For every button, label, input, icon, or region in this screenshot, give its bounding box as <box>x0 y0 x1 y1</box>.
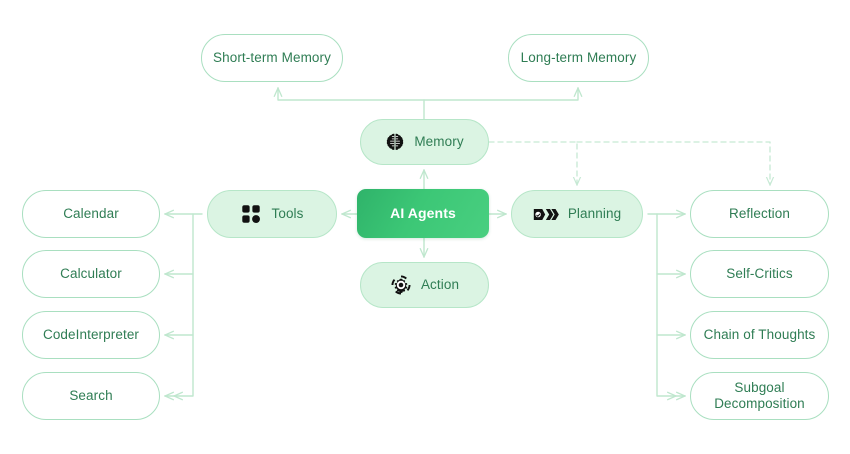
node-label: Reflection <box>728 206 791 222</box>
node-memory[interactable]: Memory <box>360 119 489 165</box>
node-reflection[interactable]: Reflection <box>690 190 829 238</box>
node-label: Self-Critics <box>726 266 793 282</box>
node-action[interactable]: Action <box>360 262 489 308</box>
node-label: Calendar <box>63 206 119 222</box>
edge-memory-bus-right <box>423 88 578 101</box>
node-chain-of-thoughts[interactable]: Chain of Thoughts <box>690 311 829 359</box>
edge-tools-trunk <box>174 213 203 396</box>
node-subgoal-decomposition[interactable]: Subgoal Decomposition <box>690 372 829 420</box>
node-calendar[interactable]: Calendar <box>22 190 160 238</box>
node-planning[interactable]: Planning <box>511 190 643 238</box>
node-codeinterpreter[interactable]: CodeInterpreter <box>22 311 160 359</box>
node-label: Short-term Memory <box>213 50 331 66</box>
edge-memory-bus <box>278 88 425 120</box>
node-label: Tools <box>271 206 304 222</box>
node-search[interactable]: Search <box>22 372 160 420</box>
flag-chevrons-icon <box>533 206 559 223</box>
node-label: Memory <box>414 134 464 150</box>
node-self-critics[interactable]: Self-Critics <box>690 250 829 298</box>
node-label: Long-term Memory <box>520 50 637 66</box>
node-calculator[interactable]: Calculator <box>22 250 160 298</box>
brain-icon <box>385 132 405 152</box>
node-ai-agents[interactable]: AI Agents <box>357 189 489 238</box>
grid-squares-icon <box>240 203 262 225</box>
node-label: AI Agents <box>390 205 456 222</box>
node-label: Subgoal Decomposition <box>714 380 805 411</box>
edge-memory-reflection-dashed <box>576 141 770 185</box>
node-tools[interactable]: Tools <box>207 190 337 238</box>
node-label: Search <box>69 388 113 404</box>
node-label: Planning <box>567 206 622 222</box>
node-label: CodeInterpreter <box>42 327 140 343</box>
edge-planning-trunk <box>647 213 676 396</box>
node-label: Action <box>420 277 460 293</box>
node-long-term-memory[interactable]: Long-term Memory <box>508 34 649 82</box>
edge-memory-planning-dashed <box>488 141 577 185</box>
node-short-term-memory[interactable]: Short-term Memory <box>201 34 343 82</box>
gear-refresh-icon <box>390 274 412 296</box>
node-label: Calculator <box>60 266 122 282</box>
node-label: Chain of Thoughts <box>703 327 816 343</box>
